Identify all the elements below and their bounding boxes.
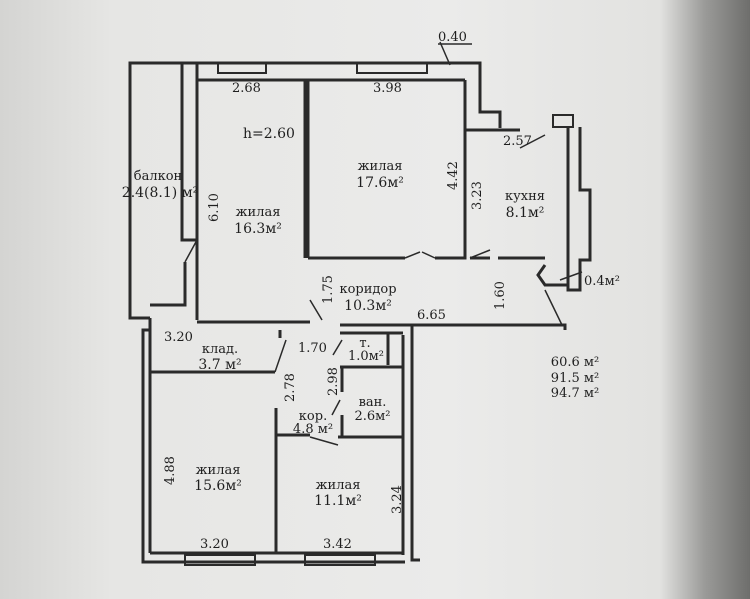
ceiling-height: h=2.60 xyxy=(243,126,295,142)
room-area-living-3: 15.6м² xyxy=(194,478,242,494)
dim-1-70: 1.70 xyxy=(298,341,327,356)
room-area-living-4: 11.1м² xyxy=(314,493,362,509)
window xyxy=(184,554,256,566)
room-area-kitchen: 8.1м² xyxy=(505,205,545,221)
room-area-hall: 4.8 м² xyxy=(292,422,334,437)
dim-1-60: 1.60 xyxy=(493,281,508,310)
room-area-storage: 3.7 м² xyxy=(198,357,242,373)
room-name-living-2: жилая xyxy=(357,159,403,174)
room-area-living-1: 16.3м² xyxy=(234,221,282,237)
room-area-living-2: 17.6м² xyxy=(356,175,404,191)
room-wall xyxy=(435,130,467,260)
dim-leader xyxy=(184,239,198,263)
total-living-area: 60.6 м² xyxy=(550,355,600,370)
room-name-bath: ван. xyxy=(358,395,387,410)
door-swing xyxy=(309,436,339,446)
dim-3-42: 3.42 xyxy=(323,537,352,552)
dim-1-75: 1.75 xyxy=(321,275,336,304)
room-area-niche: 0.4м² xyxy=(584,274,620,289)
room-name-living-3: жилая xyxy=(195,463,241,478)
kitchen-top-wall xyxy=(463,80,520,132)
room-name-hall: кор. xyxy=(298,409,328,424)
room-name-balcony: балкон xyxy=(133,169,183,184)
dim-4-42: 4.42 xyxy=(446,161,461,190)
room-name-storage: клад. xyxy=(201,342,239,357)
door-swing xyxy=(274,339,287,373)
balcony-inner-wall xyxy=(180,63,199,242)
kitchen-window-wall xyxy=(552,114,574,128)
door-swing xyxy=(332,339,343,356)
door-swing xyxy=(469,249,491,259)
total-area-with-balcony: 94.7 м² xyxy=(550,386,600,401)
dim-2-78: 2.78 xyxy=(283,373,298,402)
balcony-outer-wall xyxy=(128,61,199,320)
dim-3-98: 3.98 xyxy=(373,81,402,96)
dim-leader xyxy=(559,271,583,281)
right-outer-wall xyxy=(410,325,420,562)
door-swing xyxy=(331,399,341,416)
room-area-bath: 2.6м² xyxy=(354,409,391,424)
dim-3-20-bottom: 3.20 xyxy=(200,537,229,552)
window xyxy=(304,554,376,566)
lower-outer-wall xyxy=(141,318,405,564)
door-swing xyxy=(544,289,563,326)
room-name-corridor: коридор xyxy=(339,282,397,297)
corridor-wall xyxy=(340,323,567,330)
dim-3-20-top: 3.20 xyxy=(164,330,193,345)
dim-6-65: 6.65 xyxy=(417,308,446,323)
room-name-kitchen: кухня xyxy=(505,189,545,204)
shaft-wall xyxy=(470,61,502,128)
dim-leader xyxy=(519,134,546,149)
dim-3-24: 3.24 xyxy=(390,485,405,514)
room-name-living-4: жилая xyxy=(315,478,361,493)
dim-2-98: 2.98 xyxy=(326,367,341,396)
door-swing xyxy=(309,299,323,321)
dim-2-68: 2.68 xyxy=(232,81,261,96)
dim-leader xyxy=(439,41,451,66)
total-area: 91.5 м² xyxy=(550,371,600,386)
room-name-living-1: жилая xyxy=(235,205,281,220)
room-area-toilet: 1.0м² xyxy=(348,349,384,364)
window xyxy=(217,62,267,74)
room-area-balcony: 2.4(8.1) м² xyxy=(121,185,199,201)
kitchen-right-wall xyxy=(566,127,592,292)
dim-4-88: 4.88 xyxy=(163,456,178,485)
niche-wall xyxy=(536,264,568,287)
window xyxy=(356,62,428,74)
door-swing xyxy=(421,251,436,259)
balcony-lower-wall xyxy=(150,262,187,307)
dim-3-23: 3.23 xyxy=(470,181,485,210)
dim-0-40: 0.40 xyxy=(438,30,467,45)
dim-2-57: 2.57 xyxy=(503,134,532,149)
room-name-toilet: т. xyxy=(359,336,371,351)
room-area-corridor: 10.3м² xyxy=(344,298,392,314)
door-swing xyxy=(404,251,421,259)
